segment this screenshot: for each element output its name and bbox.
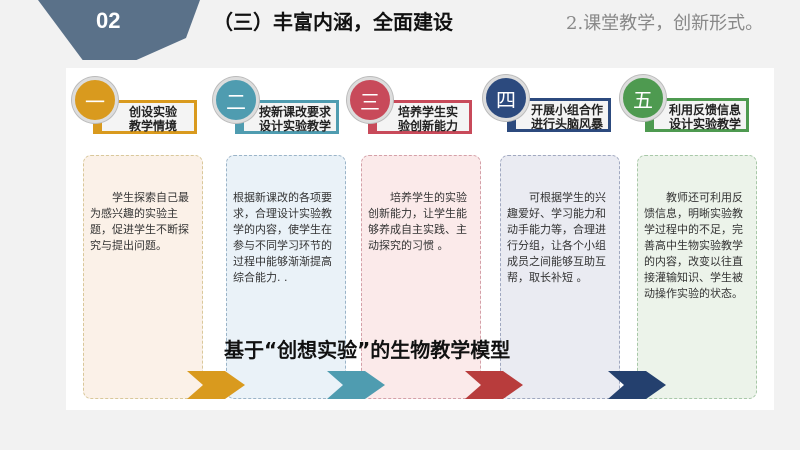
step-card: 根据新课改的各项要求，合理设计实验教学的内容，使学生在参与不同学习环节的过程中能… — [226, 155, 346, 399]
chevron-arrow-icon — [327, 371, 385, 399]
step-number-circle: 三 — [347, 77, 393, 123]
step-description: 根据新课改的各项要求，合理设计实验教学的内容，使学生在参与不同学习环节的过程中能… — [233, 191, 332, 284]
step-description: 培养学生的实验创新能力，让学生能够养成自主实践、主动探究的习惯 。 — [368, 191, 467, 252]
step-numeral: 三 — [360, 89, 380, 114]
step-card: 可根据学生的兴趣爱好、学习能力和动手能力等，合理进行分组，让各个小组成员之间能够… — [500, 155, 620, 399]
step-number-circle: 二 — [213, 77, 259, 123]
step-label-line: 创设实验 — [128, 105, 177, 119]
step-number-circle: 四 — [483, 75, 529, 121]
step-number-circle: 一 — [72, 77, 118, 123]
section-badge — [38, 0, 200, 60]
step-numeral: 二 — [226, 89, 246, 114]
chevron-arrow-icon — [187, 371, 245, 399]
step-label-line: 按新课改要求 — [258, 105, 331, 119]
step-card: 培养学生的实验创新能力，让学生能够养成自主实践、主动探究的习惯 。 — [361, 155, 481, 399]
step-numeral: 五 — [633, 87, 653, 112]
page-subtitle: 2.课堂教学，创新形式。 — [566, 13, 764, 34]
model-title: 基于“创想实验”的生物教学模型 — [224, 338, 511, 362]
step-card: 学生探索自己最为感兴趣的实验主题，促进学生不断探究与提出问题。 — [83, 155, 203, 399]
step-description: 学生探索自己最为感兴趣的实验主题，促进学生不断探究与提出问题。 — [90, 191, 189, 252]
step-label-line: 验创新能力 — [397, 119, 458, 133]
chevron-arrow-icon — [608, 371, 666, 399]
chevron-arrow-icon — [465, 371, 523, 399]
step-description: 可根据学生的兴趣爱好、学习能力和动手能力等，合理进行分组，让各个小组成员之间能够… — [507, 191, 606, 284]
step-label-line: 开展小组合作 — [530, 103, 603, 117]
step-label-line: 培养学生实 — [397, 105, 458, 119]
step-description: 教师还可利用反馈信息，明晰实验教学过程中的不足，完善高中生物实验教学的内容，改变… — [644, 191, 743, 300]
step-numeral: 一 — [85, 89, 105, 114]
step-label-line: 设计实验教学 — [258, 119, 331, 133]
step-label-line: 教学情境 — [128, 119, 177, 133]
page-title: （三）丰富内涵，全面建设 — [213, 10, 453, 34]
step-label-line: 进行头脑风暴 — [530, 117, 603, 131]
step-label-line: 设计实验教学 — [668, 117, 741, 131]
step-label-line: 利用反馈信息 — [668, 103, 741, 117]
step-label: 开展小组合作进行头脑风暴 — [507, 98, 611, 132]
section-number: 02 — [96, 8, 121, 33]
step-card: 教师还可利用反馈信息，明晰实验教学过程中的不足，完善高中生物实验教学的内容，改变… — [637, 155, 757, 399]
step-numeral: 四 — [496, 87, 516, 112]
step-number-circle: 五 — [620, 75, 666, 121]
